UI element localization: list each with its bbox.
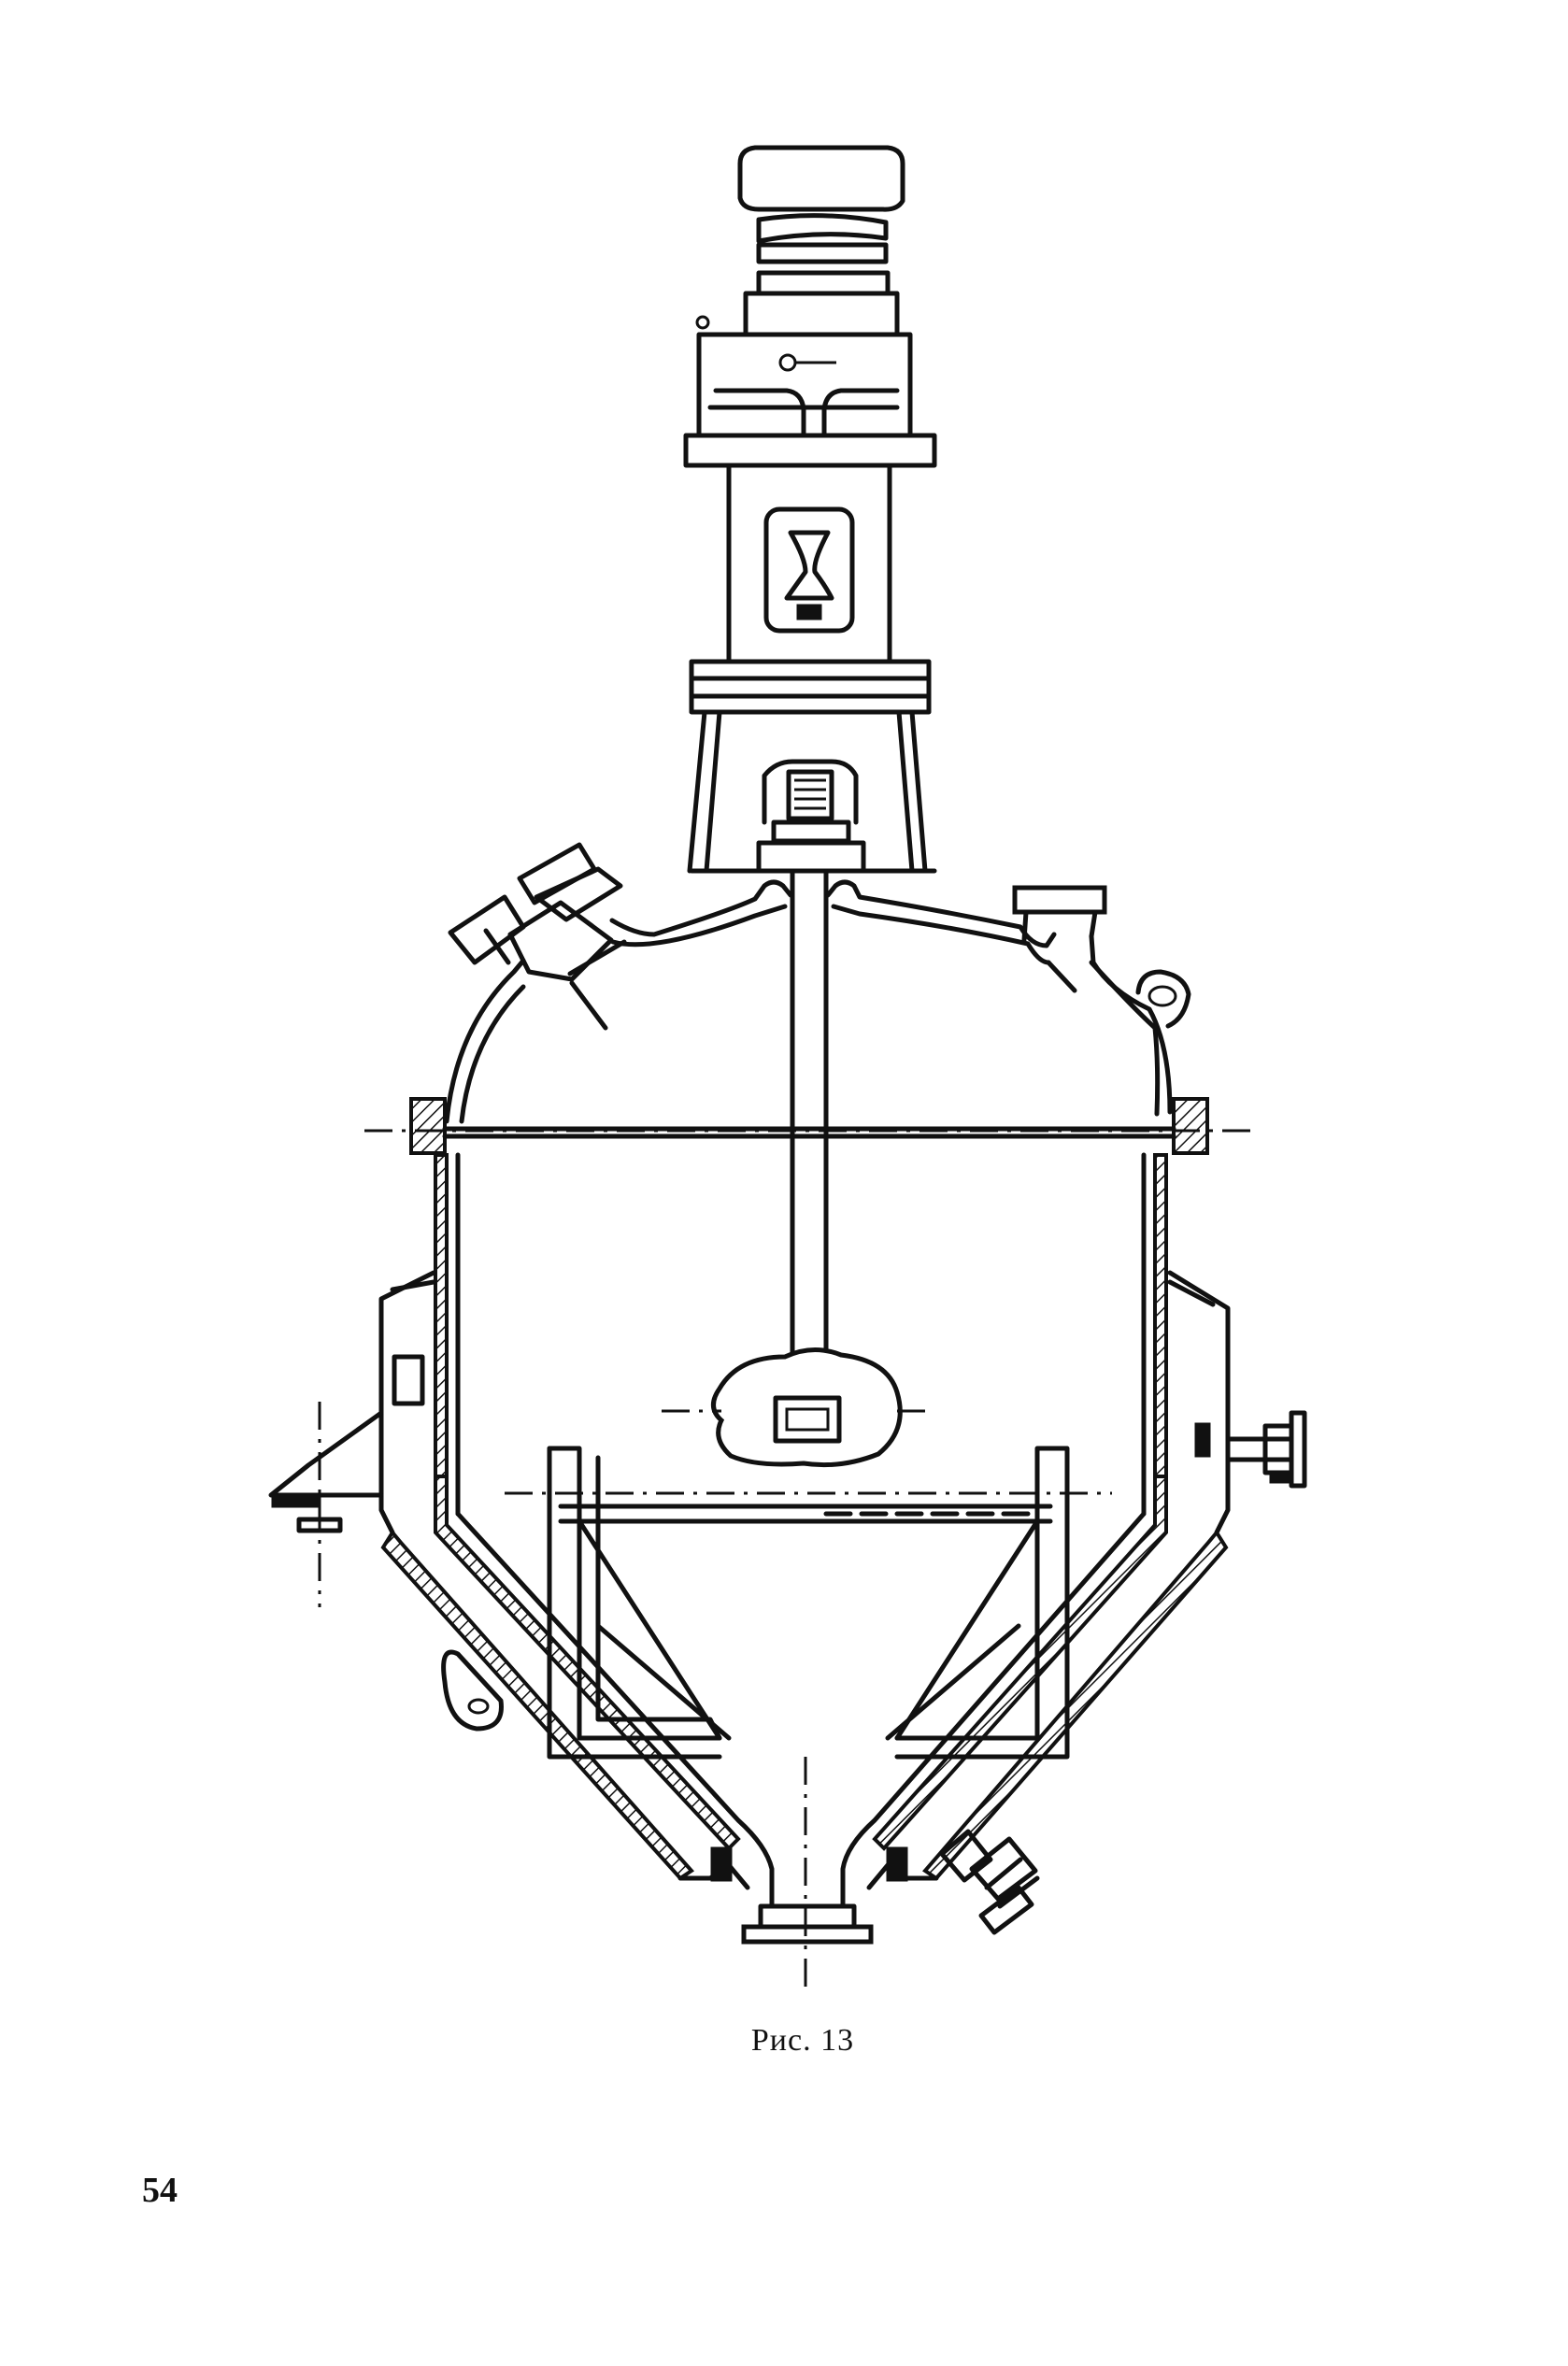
jacket-nozzle-lower-right [939, 1829, 1040, 1935]
page-number: 54 [142, 2171, 178, 2210]
vessel-cone [380, 1475, 1229, 1990]
drive-housing [683, 315, 937, 468]
body-flange [364, 1097, 1252, 1155]
figure-caption: Рис. 13 [750, 2023, 855, 2058]
motor-cap [737, 145, 905, 337]
anchor-agitator [505, 1446, 1112, 1760]
shaft-cutaway [662, 1347, 925, 1468]
jacket-nozzle-right [1194, 1410, 1307, 1489]
jacket-nozzle-left [268, 1402, 384, 1607]
vessel-shell [378, 1152, 1231, 1535]
lantern-column [689, 463, 932, 715]
stand-and-seal [687, 709, 937, 874]
vessel-top-head [444, 842, 1191, 1124]
